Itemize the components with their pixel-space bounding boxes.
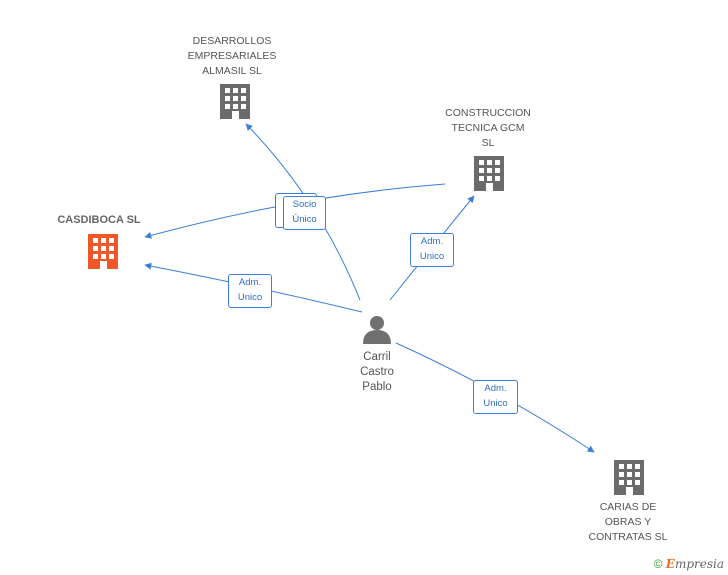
relation-socio-unico[interactable]: Socio Único <box>283 196 326 230</box>
relation-adm-unico-carias[interactable]: Adm. Unico <box>473 380 518 414</box>
casdiboca-label[interactable]: CASDIBOCA SL <box>57 214 141 226</box>
carias-building-icon[interactable] <box>614 460 644 495</box>
desarrollos-building-icon[interactable] <box>220 84 250 119</box>
carias-label[interactable]: CARIAS DE OBRAS Y CONTRATAS SL <box>588 501 668 543</box>
person-icon[interactable] <box>363 316 391 344</box>
construccion-building-icon[interactable] <box>474 156 504 191</box>
footer-brand: © Empresia <box>654 557 724 571</box>
relation-adm-unico-casdiboca[interactable]: Adm. Unico <box>228 274 272 308</box>
desarrollos-label[interactable]: DESARROLLOS EMPRESARIALES ALMASIL SL <box>187 35 277 77</box>
construccion-label[interactable]: CONSTRUCCION TECNICA GCM SL <box>445 107 531 149</box>
brand-logo: Empresia <box>665 557 724 571</box>
casdiboca-building-icon[interactable] <box>88 234 118 269</box>
relation-adm-unico-construccion[interactable]: Adm. Unico <box>410 233 454 267</box>
person-label[interactable]: Carril Castro Pablo <box>360 351 394 393</box>
copyright-symbol: © <box>653 557 663 571</box>
